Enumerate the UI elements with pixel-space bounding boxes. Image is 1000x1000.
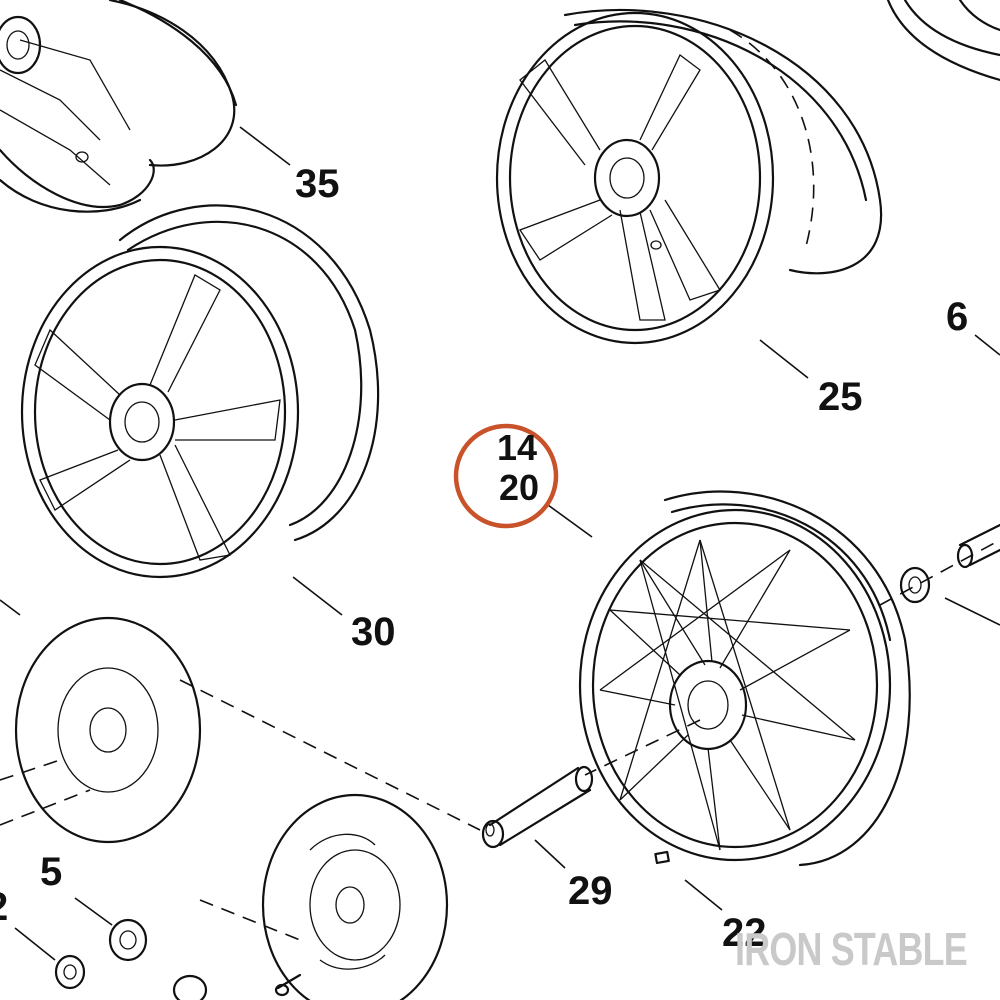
wheel-6-partial <box>886 0 1000 82</box>
wheel-25 <box>495 8 883 345</box>
spoke-wheel <box>578 490 911 867</box>
axle-assembly <box>179 523 1000 849</box>
label-30: 30 <box>351 610 396 654</box>
valve-part-22 <box>654 850 670 865</box>
label-20: 20 <box>499 467 539 508</box>
label-6: 6 <box>946 295 968 339</box>
wheel-35 <box>0 0 238 213</box>
watermark: IRON STABLE <box>735 923 968 975</box>
label-35: 35 <box>295 162 340 206</box>
label-25: 25 <box>818 375 863 419</box>
label-2: 2 <box>0 885 8 929</box>
highlight-circle <box>453 423 559 529</box>
label-29: 29 <box>568 869 613 913</box>
brake-rotor-lower <box>199 793 449 1000</box>
brake-rotor-upper <box>0 616 202 844</box>
label-22: 22 <box>722 911 767 955</box>
leader-lines <box>0 126 1000 911</box>
label-5: 5 <box>40 850 62 894</box>
bearings-lower-left <box>14 897 302 1000</box>
label-14: 14 <box>497 427 537 468</box>
wheel-30 <box>20 204 380 579</box>
